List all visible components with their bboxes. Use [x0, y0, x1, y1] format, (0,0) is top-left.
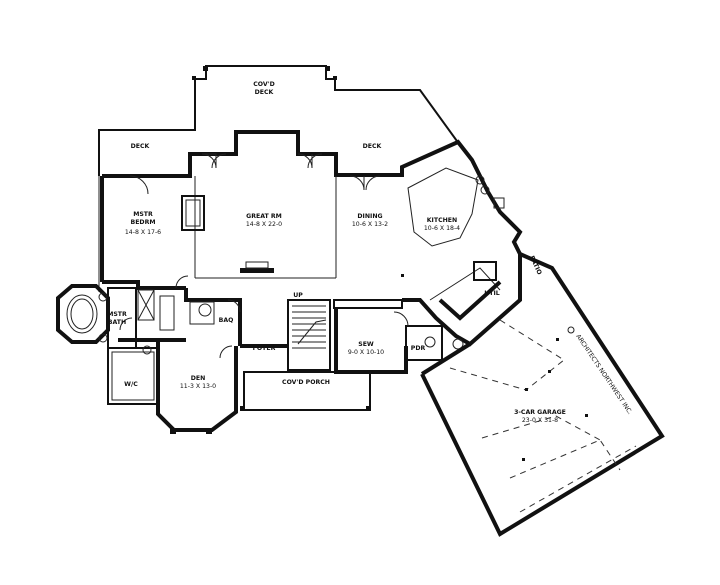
- svg-text:GREAT RM: GREAT RM: [246, 213, 282, 220]
- deck-left-area: [98, 125, 196, 292]
- patio-label: PATIO: [528, 255, 543, 276]
- svg-text:10-6 X 18-4: 10-6 X 18-4: [424, 225, 460, 232]
- up-label: UP: [293, 292, 303, 299]
- garage-label: 3-CAR GARAGE 23-0 X 31-8: [514, 409, 566, 424]
- covd-deck-label: COV'D DECK: [253, 81, 274, 96]
- svg-text:DEN: DEN: [191, 375, 206, 382]
- svg-text:BATH: BATH: [108, 319, 126, 326]
- mstr-bedrm-label: MSTR BEDRM 14-8 X 17-6: [125, 211, 161, 236]
- den-label: DEN 11-3 X 13-0: [180, 375, 216, 390]
- baq-label: BAQ: [219, 317, 234, 324]
- pdr-label: PDR: [411, 345, 426, 352]
- svg-text:14-8 X 22-0: 14-8 X 22-0: [246, 221, 282, 228]
- covered-deck: [192, 65, 463, 149]
- exterior-walls: [100, 130, 523, 290]
- sew-label: SEW 9-0 X 10-10: [348, 341, 384, 356]
- dining-label: DINING 10-6 X 13-2: [352, 213, 388, 228]
- util-label: UTIL: [484, 290, 500, 297]
- svg-text:COV'D: COV'D: [253, 81, 274, 88]
- deck-right-label: DECK: [363, 143, 382, 150]
- svg-text:10-6 X 13-2: 10-6 X 13-2: [352, 221, 388, 228]
- svg-text:3-CAR GARAGE: 3-CAR GARAGE: [514, 409, 566, 416]
- great-rm-label: GREAT RM 14-8 X 22-0: [246, 213, 282, 228]
- wic-label: W/C: [124, 381, 138, 388]
- svg-text:SEW: SEW: [358, 341, 374, 348]
- svg-text:11-3 X 13-0: 11-3 X 13-0: [180, 383, 216, 390]
- svg-text:23-0 X 31-8: 23-0 X 31-8: [522, 417, 558, 424]
- deck-left-label: DECK: [131, 143, 150, 150]
- covd-porch-label: COV'D PORCH: [282, 379, 330, 386]
- svg-text:MSTR: MSTR: [107, 311, 127, 318]
- svg-text:KITCHEN: KITCHEN: [427, 217, 457, 224]
- master-bath-bay: [56, 284, 175, 405]
- svg-text:BEDRM: BEDRM: [130, 219, 155, 226]
- svg-text:DINING: DINING: [357, 213, 382, 220]
- svg-text:DECK: DECK: [255, 89, 274, 96]
- svg-text:14-8 X 17-6: 14-8 X 17-6: [125, 229, 161, 236]
- garage-walls: [401, 252, 665, 537]
- den-bay: [118, 338, 238, 434]
- kitchen-label: KITCHEN 10-6 X 18-4: [424, 217, 460, 232]
- door-swings: [119, 153, 409, 359]
- mstr-bath-label: MSTR BATH: [107, 311, 127, 326]
- kitchen-core: [402, 167, 522, 361]
- svg-text:9-0 X 10-10: 9-0 X 10-10: [348, 349, 384, 356]
- foyer-label: FOYER: [253, 345, 276, 352]
- svg-text:MSTR: MSTR: [133, 211, 153, 218]
